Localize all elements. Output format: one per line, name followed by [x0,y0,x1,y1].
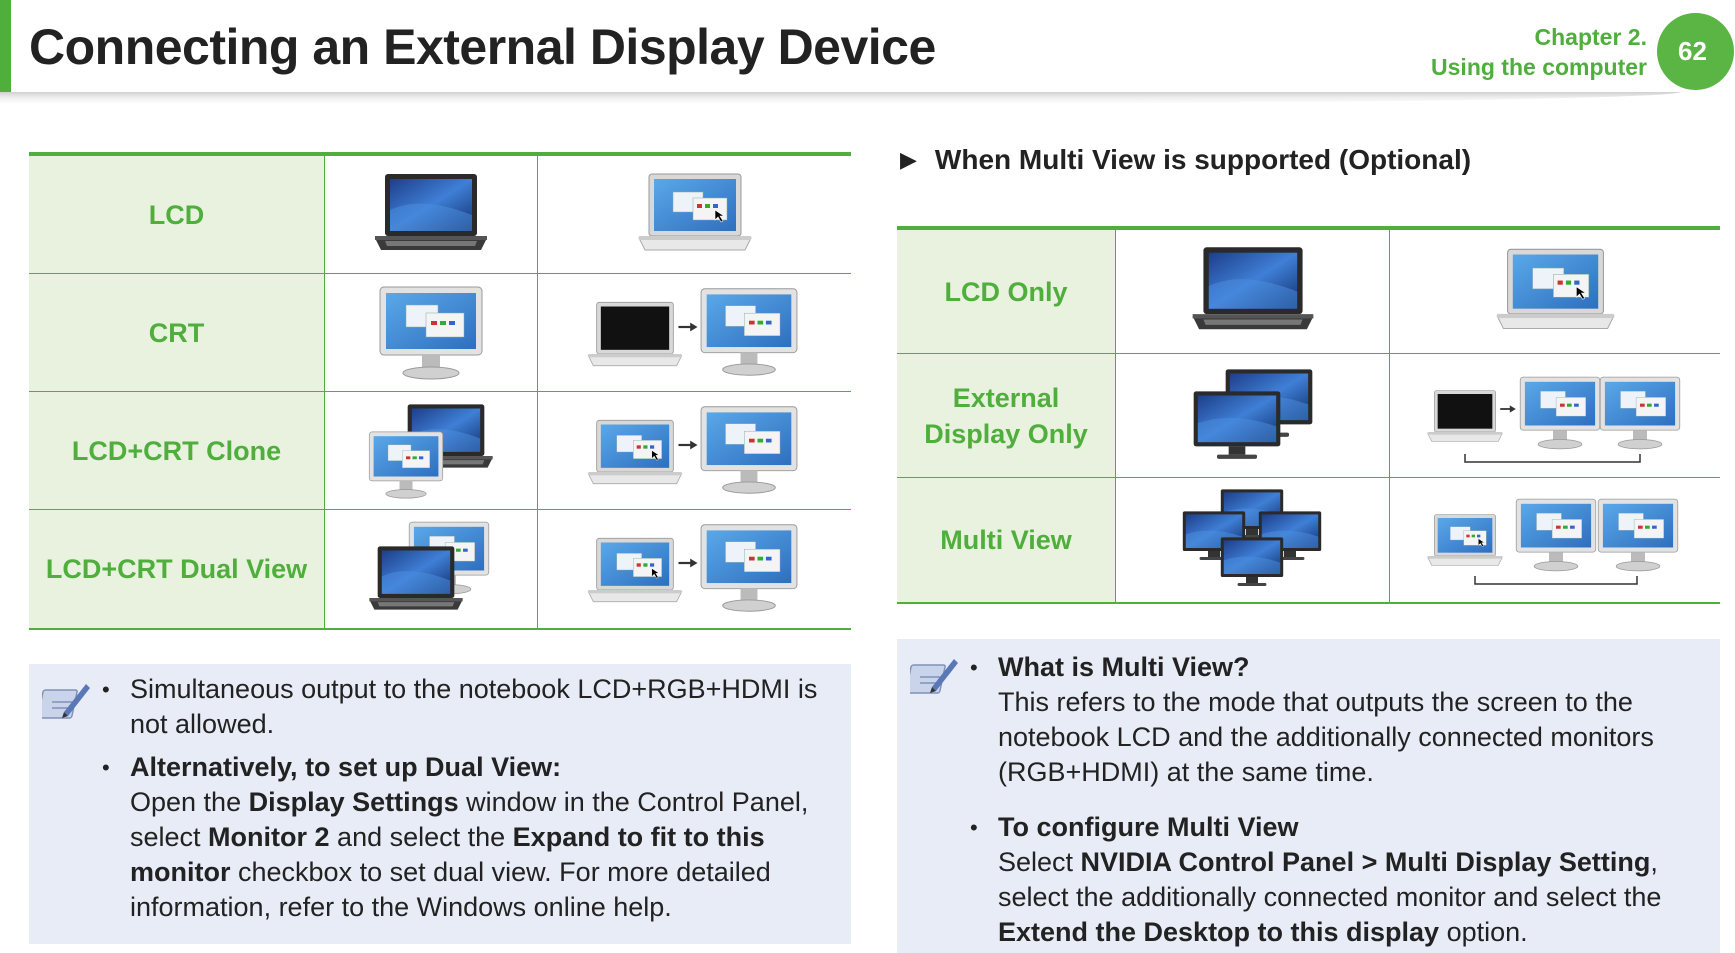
note-text: Simultaneous output to the notebook LCD+… [130,674,818,704]
note-text-part: Open the [130,787,249,817]
play-arrow-icon: ▶ [900,147,917,172]
list-item: • To configure Multi View Select NVIDIA … [970,810,1698,950]
mode-label-crt: CRT [29,274,325,391]
bullet: • [970,655,978,680]
list-item: • Alternatively, to set up Dual View: Op… [102,750,830,925]
note-text: not allowed. [130,709,275,739]
note-bold-term: Display Settings [248,787,459,817]
note-pencil-icon [42,684,90,719]
note-text-part: Select [998,847,1081,877]
note-text: monitor checkbox to set dual view. For m… [130,855,830,890]
laptop-desktop-icon [1390,230,1720,353]
table-row: CRT [29,274,851,392]
note-box: • What is Multi View? This refers to the… [897,639,1720,953]
note-bold-term: Expand to fit to this [512,822,765,852]
laptop-and-two-monitors-icon [1390,478,1720,602]
note-text-part: and select the [329,822,513,852]
laptop-blank-to-monitor-icon [538,274,851,391]
note-text: Extend the Desktop to this display optio… [998,915,1698,950]
table-row: LCD+CRT Clone [29,392,851,510]
note-text: notebook LCD and the additionally connec… [998,722,1654,752]
note-bold-term: Monitor 2 [208,822,330,852]
table-row: LCD+CRT Dual View [29,510,851,628]
laptop-monitor-clone-icon [325,392,538,509]
note-list: • What is Multi View? This refers to the… [970,650,1698,950]
note-text: select Monitor 2 and select the Expand t… [130,820,830,855]
laptop-icon [1116,230,1390,353]
chapter-label: Chapter 2. Using the computer [1431,22,1647,82]
laptop-icon [325,156,538,273]
monitor-icon [325,274,538,391]
note-bold-term: monitor [130,857,231,887]
note-text: Open the Display Settings window in the … [130,785,830,820]
note-text-part: option. [1439,917,1528,947]
note-text-part: window in the Control Panel, [458,787,809,817]
section-heading: ▶ When Multi View is supported (Optional) [900,144,1471,176]
note-heading: Alternatively, to set up Dual View: [130,752,562,782]
two-monitors-icon [1116,354,1390,477]
laptop-to-monitor-clone-icon [538,392,851,509]
bullet: • [102,755,110,780]
note-text-part: select [130,822,209,852]
note-box: • Simultaneous output to the notebook LC… [29,664,851,944]
header-accent-bar [0,0,11,97]
note-bold-term: Extend the Desktop to this display [998,917,1440,947]
note-pencil-icon [910,659,958,694]
note-heading: To configure Multi View [998,812,1299,842]
page-number-badge: 62 [1657,13,1734,90]
laptop-to-monitor-dual-icon [538,510,851,628]
note-text-part: checkbox to set dual view. For more deta… [230,857,771,887]
mode-label-lcd: LCD [29,156,325,273]
chapter-title: Using the computer [1431,54,1647,80]
mode-label-lcd-only: LCD Only [897,230,1116,353]
note-text: information, refer to the Windows online… [130,892,672,922]
note-text: This refers to the mode that outputs the… [998,687,1633,717]
note-text: select the additionally connected monito… [998,882,1662,912]
mode-label-multi-view: Multi View [897,478,1116,602]
page-title: Connecting an External Display Device [29,19,936,75]
list-item: • Simultaneous output to the notebook LC… [102,672,830,742]
laptop-desktop-icon [538,156,851,273]
spacer [130,742,830,750]
note-bold-term: NVIDIA Control Panel > Multi Display Set… [1080,847,1651,877]
note-text-part: , [1650,847,1658,877]
mode-label-line: Display Only [924,418,1088,449]
display-mode-table: LCD CRT LCD+CRT Clone [29,152,851,630]
table-row: LCD Only [897,230,1720,354]
table-row: Multi View [897,478,1720,602]
three-monitors-icon [1116,478,1390,602]
bullet: • [970,815,978,840]
mode-label-lcd-crt-clone: LCD+CRT Clone [29,392,325,509]
spacer [998,790,1698,810]
list-item: • What is Multi View? This refers to the… [970,650,1698,790]
laptop-monitor-dual-icon [325,510,538,628]
note-heading: What is Multi View? [998,652,1250,682]
table-row: LCD [29,156,851,274]
chapter-number: Chapter 2. [1534,24,1647,50]
header-divider [0,92,1680,104]
section-heading-text: When Multi View is supported (Optional) [934,144,1472,175]
note-text: Select NVIDIA Control Panel > Multi Disp… [998,845,1698,880]
laptop-to-two-monitors-icon [1390,354,1720,477]
note-list: • Simultaneous output to the notebook LC… [102,672,830,925]
mode-label-lcd-crt-dual-view: LCD+CRT Dual View [29,510,325,628]
mode-label-line: External [952,382,1060,413]
bullet: • [102,677,110,702]
note-text: (RGB+HDMI) at the same time. [998,757,1374,787]
